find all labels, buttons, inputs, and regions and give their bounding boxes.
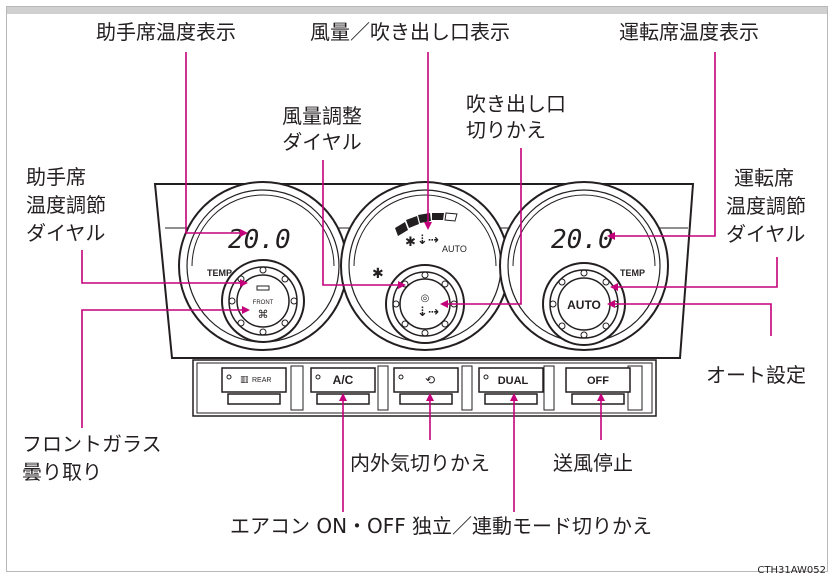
top-bar (6, 6, 828, 14)
passenger-temp-dial-label-line3: ダイヤル (26, 221, 106, 245)
auto-indicator: AUTO (442, 244, 467, 254)
vent-face-icon: ◎ (421, 293, 430, 304)
dual-button-label: DUAL (498, 375, 529, 387)
temp-label-left: TEMP (207, 268, 232, 278)
indicator-lamp (256, 285, 270, 291)
rear-window-icon: ▥ (240, 375, 249, 385)
driver-temp-display-label: 運転席温度表示 (619, 20, 759, 44)
fan-mini-icon: ✱ (405, 235, 416, 250)
vent-mode-icon: ⇣⇢ (417, 305, 439, 320)
vent-switch-label-line2: 切りかえ (466, 118, 546, 142)
driver-temp-dial-label-line2: 温度調節 (726, 194, 806, 218)
driver-temp-dial-label-line1: 運転席 (734, 166, 794, 190)
vent-mini-icon: ⇣⇢ (417, 233, 439, 248)
fan-symbol-icon: ✱ (372, 266, 384, 282)
vent-switch-label-line1: 吹き出し口 (466, 92, 566, 116)
leader-lines (81, 52, 778, 512)
fan-dial-label-line1: 風量調整 (282, 104, 362, 128)
driver-temp-dial-label-line3: ダイヤル (726, 222, 806, 246)
defroster-icon: ⌘ (258, 308, 269, 321)
rear-defog-button (221, 367, 287, 405)
passenger-temp-dial-label-line2: 温度調節 (26, 193, 106, 217)
front-label: FRONT (253, 300, 274, 306)
auto-button-label: AUTO (567, 298, 601, 312)
figure-frame (6, 6, 828, 572)
defroster-label-line2: 曇り取り (22, 460, 102, 484)
dual-mode-label: 独立／連動モード切りかえ (412, 514, 652, 538)
ac-label: エアコン ON・OFF (230, 514, 406, 538)
fan-vent-display-label: 風量／吹き出し口表示 (310, 20, 510, 44)
left-dial-pod (178, 181, 348, 351)
center-dial-pod (340, 181, 510, 351)
rear-button-label: REAR (252, 377, 271, 384)
figure-code: CTH31AW052 (757, 565, 826, 576)
fan-dial-label-line2: ダイヤル (282, 130, 362, 154)
fan-stop-label: 送風停止 (553, 451, 633, 475)
off-button-label: OFF (587, 375, 609, 387)
recirculation-label: 内外気切りかえ (350, 451, 490, 475)
leader-arrows (240, 222, 618, 401)
recirculation-button (393, 367, 459, 405)
passenger-temp-dial-label-line1: 助手席 (26, 165, 86, 189)
left-temp-display: 20.0 (228, 225, 291, 255)
right-dial-pod (499, 181, 669, 351)
right-temp-display: 20.0 (551, 225, 614, 255)
recirculation-icon: ⟲ (425, 373, 435, 387)
defroster-label-line1: フロントガラス (22, 432, 162, 456)
passenger-temp-display-label: 助手席温度表示 (96, 20, 236, 44)
ac-button-label: A/C (333, 373, 354, 387)
auto-setting-label: オート設定 (706, 363, 806, 387)
temp-label-right: TEMP (620, 268, 645, 278)
